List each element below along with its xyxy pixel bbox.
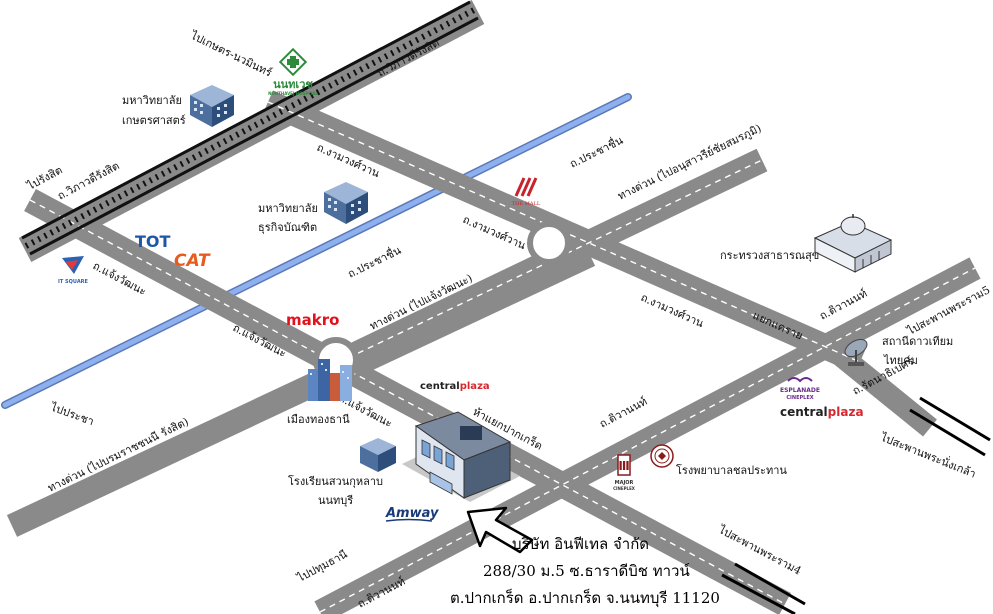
canal	[1, 93, 632, 409]
svg-text:Ⅲ: Ⅲ	[618, 459, 629, 473]
major-logo: Ⅲ MAJOR CINEPLEX	[613, 454, 635, 491]
kasetsart-label-1: มหาวิทยาลัย	[122, 94, 182, 107]
company-name: บริษัท อินฟีเทล จำกัด	[512, 535, 649, 553]
cat-logo: CAT	[174, 251, 211, 271]
esplanade-logo: ESPLANADE CINEPLEX	[780, 377, 820, 401]
esplanade-name: ESPLANADE	[780, 387, 820, 394]
label-to-pracha: ไปประชา	[48, 400, 96, 428]
satellite-dish-icon	[844, 338, 868, 366]
chonprathan-seal-icon	[650, 444, 674, 468]
roundabout-ngamwongwan	[527, 221, 571, 265]
muangthong-skyline-icon	[308, 359, 352, 401]
tot-logo: TOT	[135, 232, 171, 251]
the-mall-logo: THE MALL	[512, 177, 541, 207]
centralplaza-logo-2: centralplaza	[780, 405, 864, 419]
amway-name: Amway	[385, 506, 439, 521]
itsquare-logo: IT SQUARE	[58, 256, 89, 285]
label-to-nang-klao-bridge: ไปสะพานพระนั่งเกล้า	[878, 428, 979, 480]
label-to-kaset-nawamin: ไปเกษตร-นวมินทร์	[188, 29, 274, 80]
dpu-label-2: ธุรกิจบัณฑิต	[258, 221, 317, 234]
nonthavej-name-en: NONTHAVEJ HOSPITAL	[268, 91, 318, 96]
company-address-line1: 288/30 ม.5 ซ.ธาราดีบิช ทาวน์	[483, 562, 690, 580]
dpu-label-1: มหาวิทยาลัย	[258, 202, 318, 215]
railway	[21, 0, 479, 256]
major-sub: CINEPLEX	[613, 486, 635, 491]
school-building-icon	[360, 438, 396, 472]
school-label-2: นนทบุรี	[318, 494, 353, 507]
company-building-icon	[402, 411, 520, 502]
the-mall-name: THE MALL	[512, 201, 541, 207]
road-chaengwattana	[24, 188, 791, 614]
label-prachachuen-top: ถ.ประชาชื่น	[567, 132, 626, 171]
amway-logo: Amway	[385, 506, 439, 522]
school-label-1: โรงเรียนสวนกุหลาบ	[288, 474, 383, 488]
label-tiwanon-mid: ถ.ติวานนท์	[597, 395, 649, 431]
kasetsart-building-icon	[190, 85, 234, 127]
health-ministry-label: กระทรวงสาธารณสุข	[720, 249, 819, 262]
itsquare-name: IT SQUARE	[58, 279, 88, 285]
road-expressway-southwest	[6, 244, 596, 537]
muangthong-label: เมืองทองธานี	[287, 413, 350, 426]
esplanade-sub: CINEPLEX	[786, 395, 813, 401]
ministry-building-icon	[813, 214, 893, 273]
location-arrow-icon	[466, 506, 534, 554]
centralplaza-logo-1: centralplaza	[420, 381, 490, 392]
kasetsart-label-2: เกษตรศาสตร์	[122, 114, 186, 127]
road-ratthanathibet	[833, 346, 937, 437]
dpu-building-icon	[324, 182, 368, 224]
satellite-label-1: สถานีดาวเทียม	[882, 335, 953, 348]
makro-logo: makro	[286, 311, 339, 329]
nonthavej-name: นนทเวช	[273, 78, 313, 91]
label-prachachuen-mid: ถ.ประชาชื่น	[345, 242, 404, 281]
label-to-pathum-thani: ไปปทุมธานี	[294, 547, 349, 585]
company-address: บริษัท อินฟีเทล จำกัด 288/30 ม.5 ซ.ธาราด…	[450, 535, 720, 608]
major-name: MAJOR	[615, 480, 634, 486]
place-labels: มหาวิทยาลัย เกษตรศาสตร์ มหาวิทยาลัย ธุรก…	[122, 94, 953, 507]
rail-tracks-right	[721, 396, 991, 614]
nonthavej-logo: นนทเวช NONTHAVEJ HOSPITAL	[268, 47, 318, 96]
road-vibhavadi	[18, 0, 485, 262]
company-address-line2: ต.ปากเกร็ด อ.ปากเกร็ด จ.นนทบุรี 11120	[450, 588, 720, 608]
chonprathan-label: โรงพยาบาลชลประทาน	[676, 463, 787, 477]
satellite-label-2: ไทยคม	[883, 354, 918, 367]
